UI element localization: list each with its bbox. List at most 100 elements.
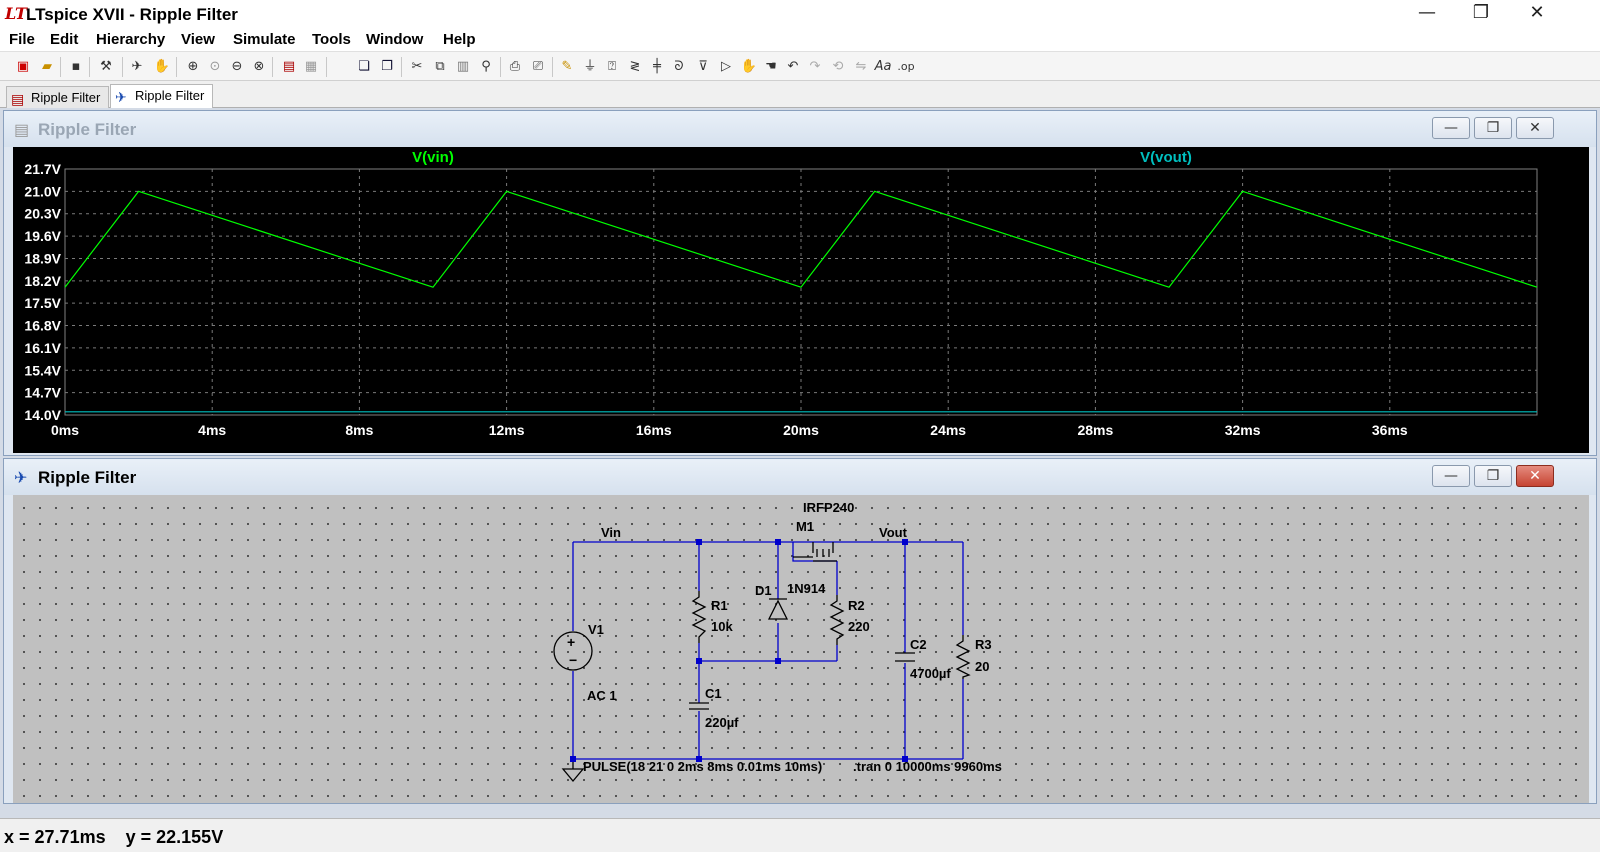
m1-model-label: IRFP240 <box>803 500 854 515</box>
menu-simulate[interactable]: Simulate <box>233 31 296 48</box>
spice-directive-icon[interactable]: .op <box>897 60 915 73</box>
halt-icon[interactable]: ✋ <box>153 59 171 74</box>
menu-file[interactable]: File <box>9 31 35 48</box>
resistor-icon[interactable]: ≷ <box>629 59 641 74</box>
schematic-minimize-button[interactable]: — <box>1432 465 1470 487</box>
capacitor-icon[interactable]: ╪ <box>653 59 661 74</box>
label-net-icon[interactable]: ⍰ <box>608 59 616 74</box>
ltspice-logo-icon: LT <box>5 4 27 23</box>
zoom-out-icon[interactable]: ⊖ <box>231 59 243 74</box>
tile-windows-icon[interactable]: ❏ <box>358 59 370 74</box>
autorange-icon[interactable]: ▤ <box>282 59 296 74</box>
net-label-vin: Vin <box>601 525 621 540</box>
paste-icon[interactable]: ▥ <box>456 59 470 74</box>
tab-waveform[interactable]: ▤ Ripple Filter <box>6 86 110 108</box>
tab-label: Ripple Filter <box>31 90 101 105</box>
schematic-close-button[interactable]: ✕ <box>1516 465 1554 487</box>
v1-pulse-label: PULSE(18 21 0 2ms 8ms 0.01ms 10ms) <box>583 759 822 774</box>
component-icon[interactable]: ▷ <box>721 59 731 74</box>
move-icon[interactable]: ✋ <box>740 59 758 74</box>
find-icon[interactable]: ⚲ <box>481 59 491 74</box>
ground-icon[interactable]: ⏚ <box>583 59 597 74</box>
menu-bar: File Edit Hierarchy View Simulate Tools … <box>0 29 1600 51</box>
waveform-minimize-button[interactable]: — <box>1432 117 1470 139</box>
y-tick-label: 16.1V <box>24 340 61 356</box>
waveform-icon: ▤ <box>14 122 30 139</box>
x-tick-label: 24ms <box>930 422 966 438</box>
run-icon[interactable]: ✈ <box>131 59 143 74</box>
x-tick-label: 32ms <box>1225 422 1261 438</box>
svg-text:+: + <box>567 634 575 650</box>
inductor-icon[interactable]: ᘐ <box>674 59 684 74</box>
c2-value-label: 4700µf <box>910 666 951 681</box>
cursor-y-value: 22.155V <box>156 827 224 847</box>
drag-icon[interactable]: ☚ <box>765 59 777 74</box>
cascade-windows-icon[interactable]: ❐ <box>381 59 393 74</box>
x-tick-label: 36ms <box>1372 422 1408 438</box>
maximize-button[interactable]: ❐ <box>1472 2 1490 23</box>
cursor-x-value: 27.71ms <box>34 827 106 847</box>
v1-ac-label: AC 1 <box>587 688 617 703</box>
zoom-cancel-icon[interactable]: ⊗ <box>253 59 265 74</box>
menu-window[interactable]: Window <box>366 31 424 48</box>
open-icon[interactable]: ▰ <box>42 59 52 74</box>
tab-schematic[interactable]: ✈ Ripple Filter <box>110 84 214 108</box>
x-tick-label: 28ms <box>1077 422 1113 438</box>
zoom-in-icon[interactable]: ⊕ <box>187 59 199 74</box>
c1-capacitor-symbol <box>689 702 709 710</box>
v1-source-symbol <box>553 631 593 671</box>
ground-symbol <box>561 759 585 783</box>
v1-name-label: V1 <box>588 622 604 637</box>
control-panel-icon[interactable]: ⚒ <box>100 59 112 74</box>
y-tick-label: 18.9V <box>24 250 61 266</box>
rotate-icon[interactable]: ⟲ <box>832 59 844 74</box>
net-label-vout: Vout <box>879 525 908 540</box>
new-schematic-icon[interactable]: ▣ <box>16 59 30 74</box>
y-tick-label: 20.3V <box>24 206 61 222</box>
spice-directive-label: .tran 0 10000ms 9960ms <box>853 759 1002 774</box>
redo-icon[interactable]: ↷ <box>809 59 821 74</box>
close-button[interactable]: ✕ <box>1529 2 1545 23</box>
menu-view[interactable]: View <box>181 31 215 48</box>
schematic-drawing[interactable]: + − <box>13 495 1589 803</box>
c2-name-label: C2 <box>910 637 927 652</box>
diode-icon[interactable]: ⊽ <box>698 59 708 74</box>
x-tick-label: 12ms <box>489 422 525 438</box>
status-bar: x = 27.71ms y = 22.155V <box>0 818 1600 852</box>
schematic-window-title: Ripple Filter <box>38 468 137 487</box>
schematic-canvas[interactable]: + − <box>13 495 1589 803</box>
waveform-restore-button[interactable]: ❐ <box>1474 117 1512 139</box>
wire-icon[interactable]: ✎ <box>561 59 573 74</box>
schematic-window-titlebar[interactable]: ✈ Ripple Filter — ❐ ✕ <box>4 459 1596 495</box>
grid-icon[interactable]: ▦ <box>304 59 318 74</box>
tab-label: Ripple Filter <box>135 88 205 103</box>
cut-icon[interactable]: ✂ <box>411 59 423 74</box>
menu-edit[interactable]: Edit <box>50 31 79 48</box>
y-tick-label: 21.7V <box>24 161 61 177</box>
text-icon[interactable]: Aa <box>874 59 892 74</box>
print-preview-icon[interactable]: ⎚ <box>532 59 544 74</box>
x-tick-label: 0ms <box>51 422 79 438</box>
schematic-restore-button[interactable]: ❐ <box>1474 465 1512 487</box>
toolbar: ▣ ▰ ▪ ⚒ ✈ ✋ ⊕ ⊙ ⊖ ⊗ ▤ ▦ ❏ ❐ ✂ ⧉ ▥ ⚲ ⎙ ⎚ … <box>0 51 1600 81</box>
save-icon[interactable]: ▪ <box>71 59 81 74</box>
m1-name-label: M1 <box>796 519 814 534</box>
waveform-window-titlebar[interactable]: ▤ Ripple Filter — ❐ ✕ <box>4 111 1596 147</box>
title-bar: LT LTspice XVII - Ripple Filter — ❐ ✕ <box>0 0 1600 30</box>
menu-help[interactable]: Help <box>443 31 476 48</box>
menu-hierarchy[interactable]: Hierarchy <box>96 31 166 48</box>
copy-icon[interactable]: ⧉ <box>435 59 445 74</box>
y-tick-label: 17.5V <box>24 295 61 311</box>
undo-icon[interactable]: ↶ <box>787 59 799 74</box>
minimize-button[interactable]: — <box>1418 2 1436 23</box>
cursor-y-label: y = <box>125 827 157 847</box>
menu-tools[interactable]: Tools <box>312 31 351 48</box>
mirror-icon[interactable]: ⇋ <box>855 59 867 74</box>
c1-name-label: C1 <box>705 686 722 701</box>
waveform-chart[interactable]: 21.7V21.0V20.3V19.6V18.9V18.2V17.5V16.8V… <box>13 147 1589 453</box>
r1-value-label: 10k <box>711 619 733 634</box>
zoom-area-icon[interactable]: ⊙ <box>209 59 221 74</box>
print-icon[interactable]: ⎙ <box>509 59 521 74</box>
waveform-close-button[interactable]: ✕ <box>1516 117 1554 139</box>
